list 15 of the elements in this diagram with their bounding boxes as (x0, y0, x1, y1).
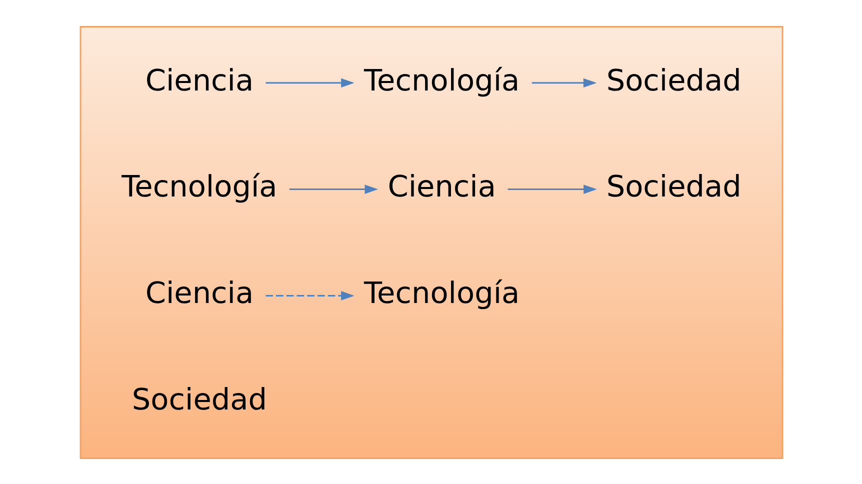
node-text: Ciencia (387, 169, 496, 204)
cluster (79, 26, 783, 458)
node-text: Tecnología (364, 62, 520, 97)
node-text: Tecnología (121, 169, 277, 204)
node-text: Ciencia (144, 62, 254, 97)
arrow (288, 184, 378, 194)
node-text: Tecnología (364, 276, 520, 310)
arrow (531, 78, 596, 88)
arrow (507, 184, 596, 194)
arrow (265, 78, 354, 88)
node-text: Ciencia (144, 276, 254, 310)
arrow (265, 290, 354, 300)
node-text: Sociedad (606, 62, 741, 97)
label: Sociedad (131, 382, 267, 416)
node-text: Sociedad (606, 169, 741, 204)
